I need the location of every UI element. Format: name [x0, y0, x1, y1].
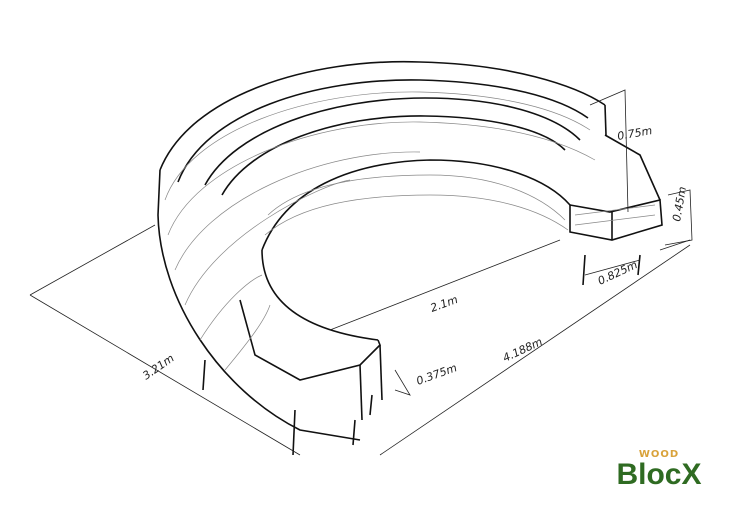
outer-wall-top-inner [177, 79, 589, 183]
dim-3.21m: 3.21m [140, 352, 176, 383]
stakes [202, 254, 641, 456]
end-block-right [569, 199, 663, 241]
inner-wall-top [261, 159, 571, 251]
dim-0.375m: 0.375m [415, 361, 459, 388]
outer-wall-top-outer [159, 60, 606, 171]
inner-wall-face [261, 249, 379, 341]
dim-4.188m: 4.188m [501, 335, 545, 365]
dim-0.45m: 0.45m [670, 186, 689, 223]
dim-0.75m: 0.75m [616, 124, 653, 143]
logo-blocx-text: BlocX [616, 458, 702, 491]
mid-wall-top [204, 97, 581, 186]
logo-wood-text: WOOD [638, 449, 680, 460]
planter-walls [157, 60, 663, 456]
woodblocx-logo: WOOD BlocX [604, 450, 714, 490]
outer-wall-face [157, 169, 361, 441]
dim-2.1m: 2.1m [429, 293, 460, 315]
dimension-lines [29, 89, 693, 456]
brick-lines [164, 91, 656, 371]
end-block-front [239, 299, 381, 381]
